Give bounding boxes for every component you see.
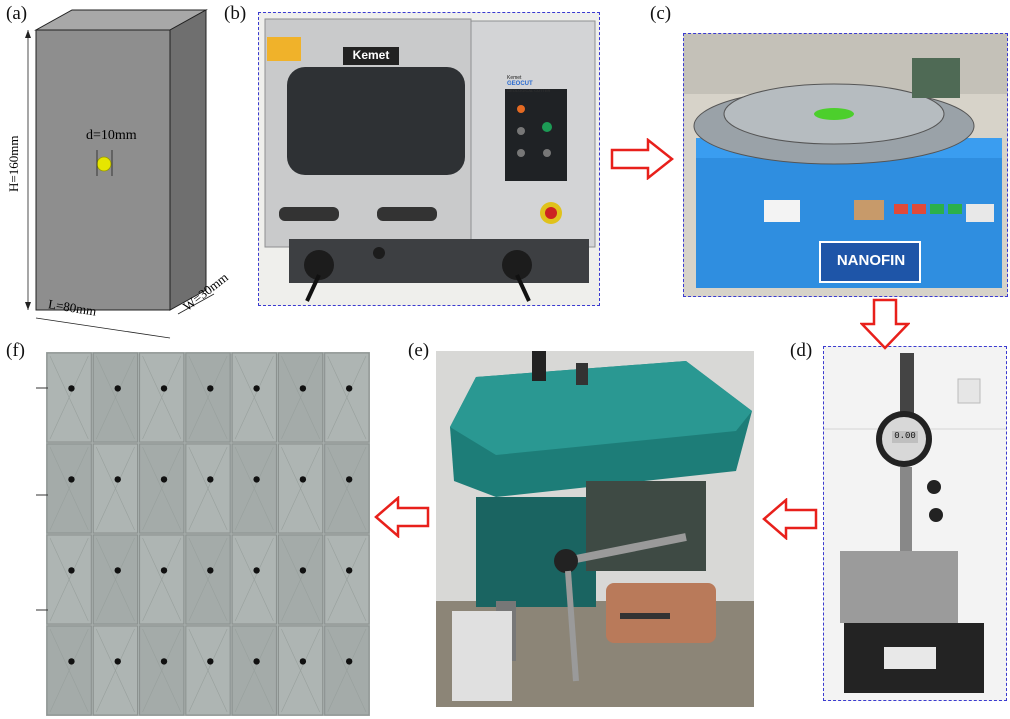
specimen-hole: [253, 385, 260, 392]
tile-guide-line: [96, 355, 135, 440]
specimen-hole: [160, 476, 168, 483]
height-label: H=160mm: [6, 135, 21, 192]
tile-guide-line: [49, 446, 89, 531]
tile-guide-line: [327, 446, 367, 531]
tile-guide-line: [234, 446, 274, 531]
tile-guide-line: [188, 537, 228, 622]
gauge-reading: 0.00: [894, 431, 916, 441]
specimen-hole: [160, 658, 168, 665]
specimen-hole: [207, 476, 214, 483]
specimen-hole: [299, 567, 307, 574]
tile-guide-line: [281, 537, 320, 622]
tile-guide-line: [327, 355, 367, 440]
arrow-left-e-to-f: [374, 496, 430, 538]
cutter-model: GEOCUT: [507, 81, 533, 87]
specimen-hole: [114, 658, 121, 665]
specimen-hole: [299, 658, 307, 665]
arrow-down-c-to-d: [860, 298, 910, 350]
specimen-hole: [299, 385, 307, 392]
panel-label-b: (b): [224, 3, 247, 24]
specimen-hole: [114, 476, 121, 483]
specimen-hole: [207, 658, 214, 665]
arrow-left-d-to-e: [762, 498, 818, 540]
specimen-hole: [253, 476, 260, 483]
gauge-photo: 0.00: [823, 346, 1007, 701]
specimen-hole: [114, 385, 121, 392]
tile-guide-line: [49, 628, 89, 713]
specimen-tile: [324, 443, 370, 534]
specimen-hole: [345, 385, 353, 392]
panel-label-d: (d): [790, 340, 813, 361]
cutter-brand: Kemet: [352, 48, 390, 62]
tile-guide-line: [281, 446, 320, 531]
specimen-hole: [68, 567, 75, 574]
specimen-hole: [253, 658, 260, 665]
grinder-brand: NANOFIN: [836, 252, 906, 269]
specimens-grid-photo: [46, 352, 370, 716]
specimen-hole: [345, 476, 353, 483]
tile-guide-line: [188, 446, 228, 531]
specimen-hole: [68, 658, 75, 665]
specimen-hole: [207, 567, 214, 574]
tile-guide-line: [49, 537, 89, 622]
tile-guide-line: [96, 537, 135, 622]
specimen-hole: [114, 567, 121, 574]
specimen-hole: [68, 476, 75, 483]
tile-guide-line: [234, 628, 274, 713]
grinder-photo: NANOFIN: [683, 33, 1008, 297]
specimen-hole: [345, 567, 353, 574]
panel-label-c: (c): [650, 3, 672, 24]
tile-guide-line: [281, 355, 320, 440]
arrow-right-b-to-c: [610, 138, 674, 180]
tile-guide-line: [142, 355, 182, 440]
panel-label-f: (f): [6, 340, 25, 361]
tile-guide-line: [49, 355, 89, 440]
specimen-hole: [160, 385, 168, 392]
cutter-brand-small: Kemet: [507, 75, 522, 81]
tile-guide-line: [281, 628, 320, 713]
specimen-hole: [253, 567, 260, 574]
tile-guide-line: [327, 628, 367, 713]
cutter-photo: Kemet Kemet GEOCUT GEOLOGICAL CUTTER: [258, 12, 600, 306]
specimens-grid: [46, 352, 370, 716]
specimen-hole: [207, 385, 214, 392]
tile-guide-line: [142, 628, 182, 713]
tile-guide-line: [142, 446, 182, 531]
diameter-label: d=10mm: [86, 128, 137, 143]
specimen-hole: [68, 385, 75, 392]
specimen-hole: [160, 567, 168, 574]
panel-label-e: (e): [408, 340, 430, 361]
tile-guide-line: [327, 537, 367, 622]
tile-guide-line: [188, 628, 228, 713]
tile-guide-line: [96, 446, 135, 531]
specimen-diagram: [25, 9, 215, 339]
panel-label-a: (a): [6, 3, 28, 24]
grid-edge-ticks: [36, 387, 48, 611]
specimen-hole: [96, 156, 112, 172]
specimen-hole: [345, 658, 353, 665]
specimen-hole: [299, 476, 307, 483]
cutter-model-sub: GEOLOGICAL CUTTER: [507, 88, 551, 93]
drill-photo: [436, 351, 754, 707]
tile-guide-line: [188, 355, 228, 440]
tile-guide-line: [234, 537, 274, 622]
tile-guide-line: [234, 355, 274, 440]
tile-guide-line: [96, 628, 135, 713]
tile-guide-line: [142, 537, 182, 622]
